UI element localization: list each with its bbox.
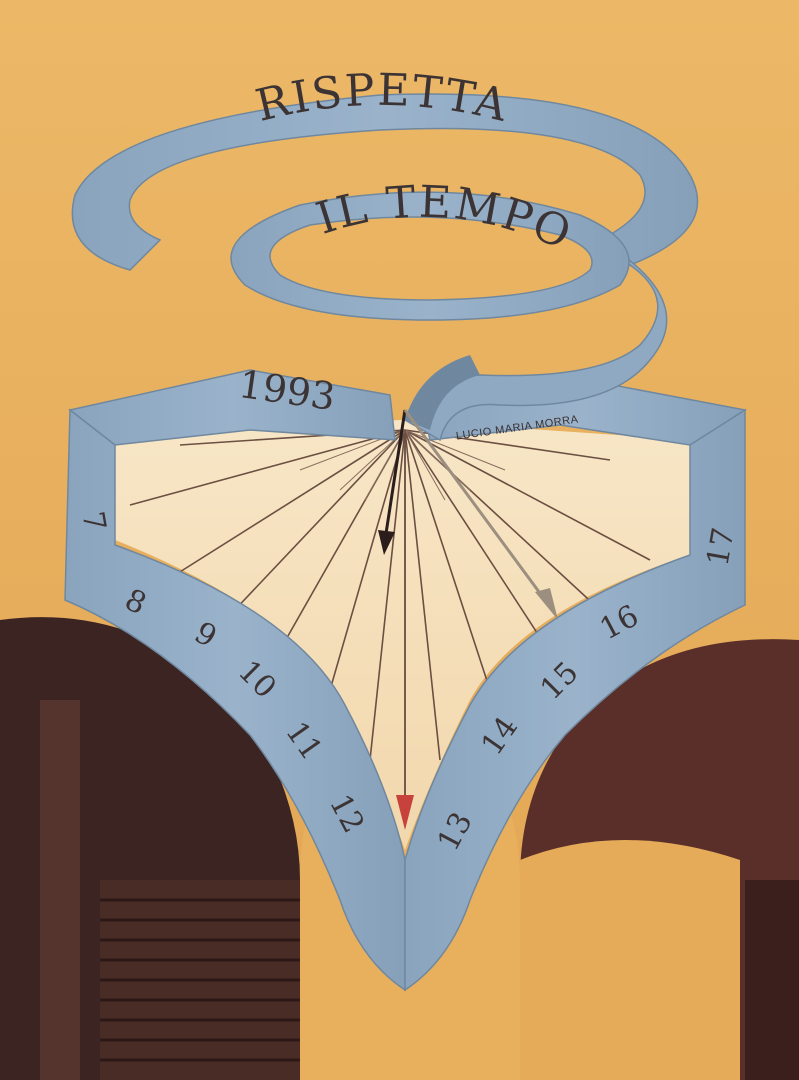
hour-17: 17	[701, 525, 742, 569]
spiral-ribbon	[71, 93, 699, 442]
gnomon	[378, 409, 407, 555]
left-shutter	[40, 700, 300, 1080]
right-shutter	[745, 880, 799, 1080]
gnomon-shadow	[403, 409, 558, 620]
hour-lines	[129, 429, 651, 800]
right-arch-sunlit-wall	[520, 840, 740, 1080]
noon-line-marker	[396, 430, 414, 830]
dial-face	[115, 420, 690, 850]
